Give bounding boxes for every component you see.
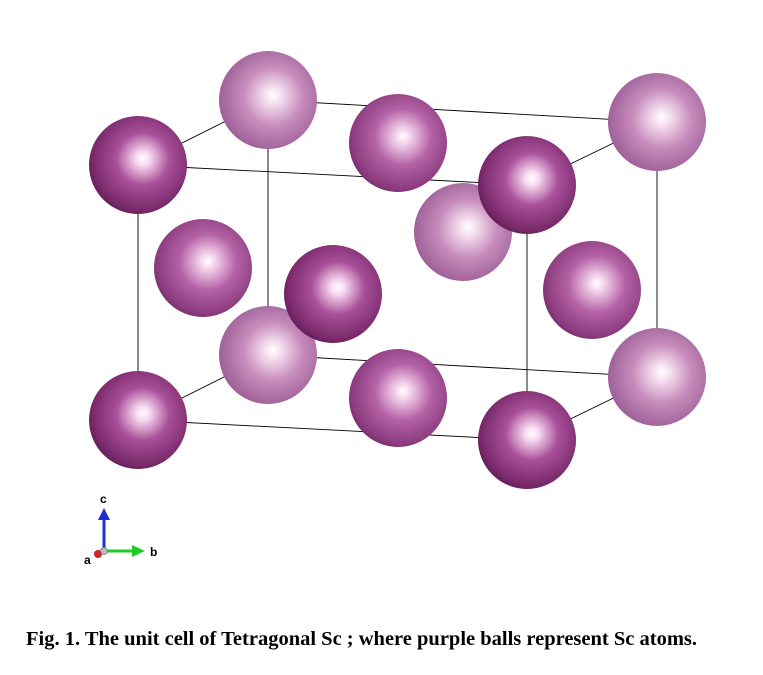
sc-atom	[219, 51, 317, 149]
cell-edge	[267, 354, 658, 378]
c-axis-label: c	[100, 492, 107, 506]
sc-atom	[543, 241, 641, 339]
sc-atom	[608, 73, 706, 171]
cell-edge	[137, 419, 528, 441]
b-axis-label: b	[150, 545, 157, 559]
unit-cell-diagram: c b a	[84, 51, 706, 567]
figure-caption: Fig. 1. The unit cell of Tetragonal Sc ;…	[26, 628, 697, 650]
sc-atom	[349, 349, 447, 447]
a-axis-label: a	[84, 553, 91, 567]
axes-indicator: c b a	[84, 492, 157, 567]
cell-edge	[137, 164, 528, 186]
cell-edge	[267, 99, 658, 123]
sc-atom	[284, 245, 382, 343]
sc-atom	[478, 136, 576, 234]
c-axis-arrowhead	[98, 508, 110, 520]
sc-atom	[478, 391, 576, 489]
sc-atom	[89, 116, 187, 214]
sc-atom	[349, 94, 447, 192]
sc-atom	[219, 306, 317, 404]
atoms	[89, 51, 706, 489]
sc-atom	[89, 371, 187, 469]
sc-atom	[154, 219, 252, 317]
a-axis-dot	[94, 550, 102, 558]
b-axis-arrowhead	[132, 545, 145, 557]
origin-dot	[100, 547, 108, 555]
sc-atom	[608, 328, 706, 426]
